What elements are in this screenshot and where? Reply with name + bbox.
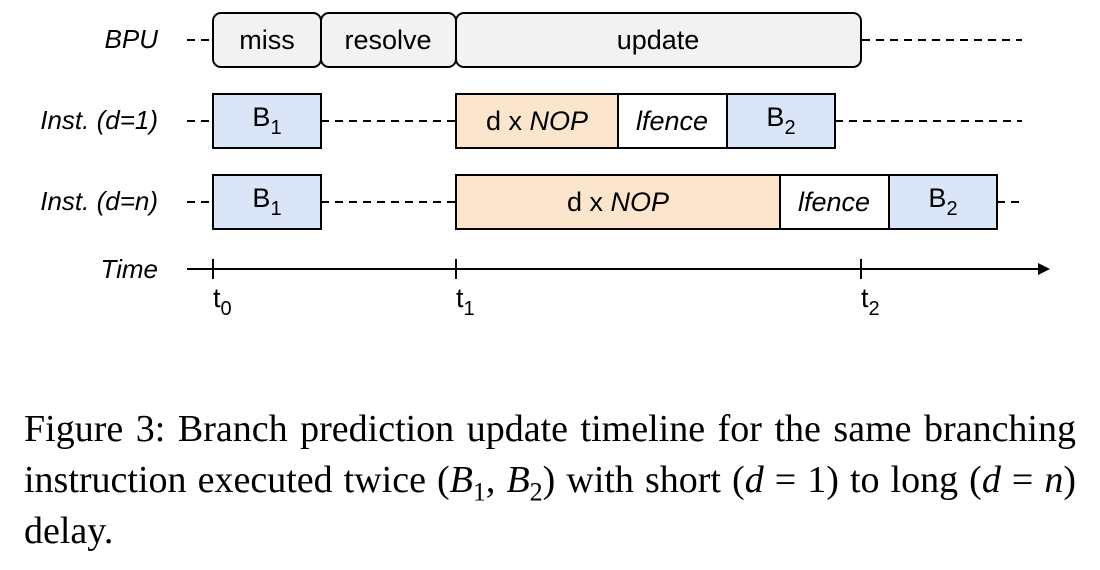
inst1-lfence-block: [617, 93, 728, 149]
row-label-inst-dn: Inst. (d=n): [40, 186, 158, 216]
row-label-time: Time: [100, 254, 158, 284]
instn-b1-block: [212, 174, 322, 230]
bpu-resolve-label: resolve: [344, 25, 431, 55]
bpu-update-label: update: [617, 25, 700, 55]
tick-label-t2: t2: [861, 283, 880, 320]
instn-b2-label: B2: [928, 183, 957, 220]
inst1-b1-label: B1: [252, 102, 281, 139]
figure-caption: Figure 3: Branch prediction update timel…: [24, 408, 1077, 552]
inst1-b1-block: [212, 93, 322, 149]
row-label-bpu: BPU: [105, 24, 159, 54]
timeline-diagram: BPU Inst. (d=1) Inst. (d=n) Time miss re…: [40, 12, 1050, 320]
inst1-b2-block: [726, 93, 836, 149]
bpu-miss-label: miss: [239, 25, 295, 55]
tick-label-t1: t1: [456, 283, 475, 320]
instn-b2-block: [888, 174, 998, 230]
instn-lfence-label: lfence: [798, 187, 870, 217]
instn-nop-block: [455, 174, 781, 230]
instn-lfence-block: [779, 174, 890, 230]
instn-nop-label: d x NOP: [567, 187, 669, 217]
bpu-update-box: [455, 12, 862, 68]
tick-label-t0: t0: [213, 283, 232, 320]
row-label-inst-d1: Inst. (d=1): [40, 105, 158, 135]
instn-b1-label: B1: [252, 183, 281, 220]
inst1-lfence-label: lfence: [636, 106, 708, 136]
inst1-nop-label: d x NOP: [486, 106, 588, 136]
inst1-b2-label: B2: [766, 102, 795, 139]
